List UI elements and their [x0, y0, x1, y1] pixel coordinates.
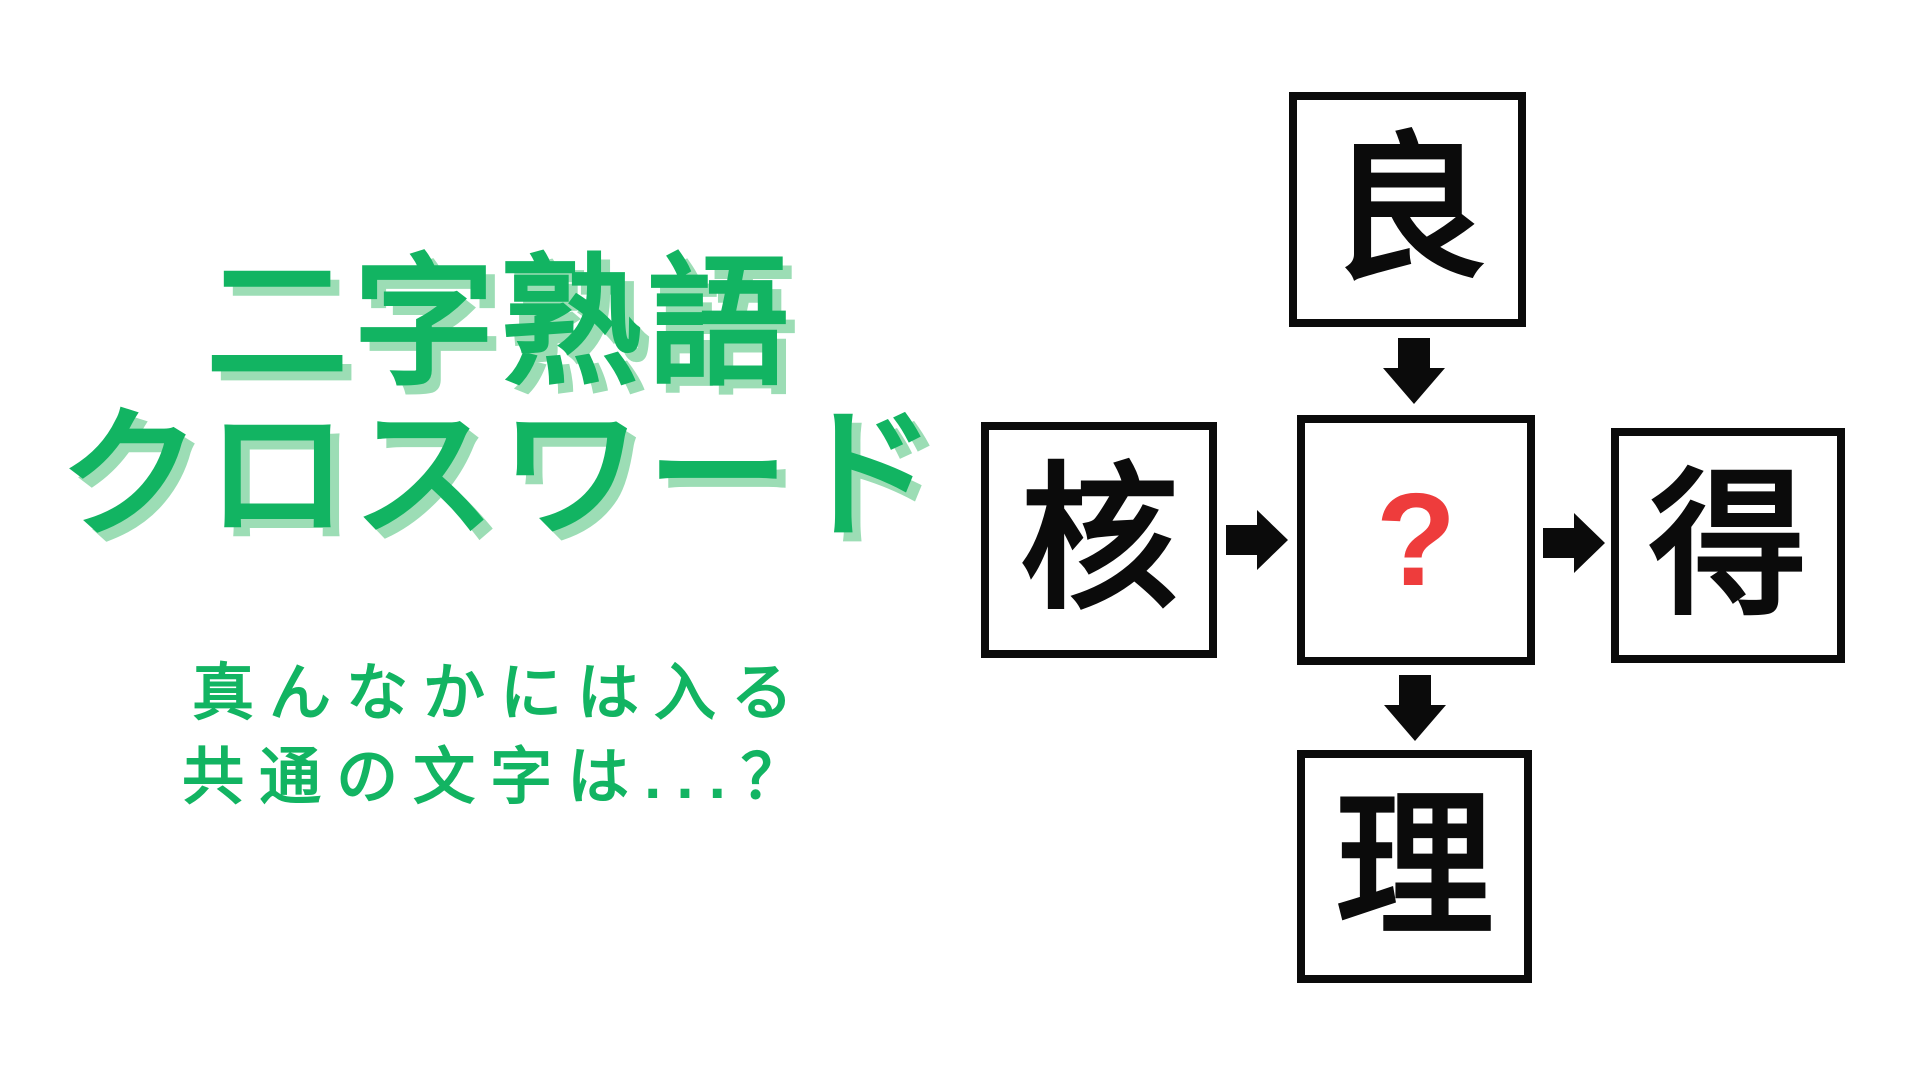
puzzle-cell-left: 核 — [981, 422, 1217, 658]
puzzle-cell-right: 得 — [1611, 428, 1845, 663]
puzzle-cell-center-answer: ? — [1297, 415, 1535, 665]
puzzle-cell-bottom: 理 — [1297, 750, 1532, 983]
page-title: 二字熟語 クロスワード — [0, 248, 1000, 552]
kanji-left: 核 — [1020, 452, 1178, 628]
kanji-right: 得 — [1649, 457, 1807, 634]
question-mark: ? — [1375, 466, 1457, 613]
subtitle: 真んなかには入る 共通の文字は...？ — [0, 652, 1000, 820]
kanji-bottom: 理 — [1335, 778, 1494, 955]
title-line-2: クロスワード — [59, 396, 941, 555]
title-line-1: 二字熟語 — [206, 244, 794, 403]
kanji-top: 良 — [1328, 121, 1487, 298]
arrow-down-icon — [1383, 338, 1445, 404]
subtitle-line-2: 共通の文字は...？ — [182, 743, 818, 812]
subtitle-line-1: 真んなかには入る — [191, 659, 808, 728]
title-block: 二字熟語 クロスワード 真んなかには入る 共通の文字は...？ — [0, 248, 1000, 820]
arrow-right-icon — [1226, 510, 1288, 570]
puzzle-cell-top: 良 — [1289, 92, 1526, 327]
arrow-down-icon — [1384, 675, 1446, 741]
arrow-right-icon — [1543, 513, 1605, 573]
